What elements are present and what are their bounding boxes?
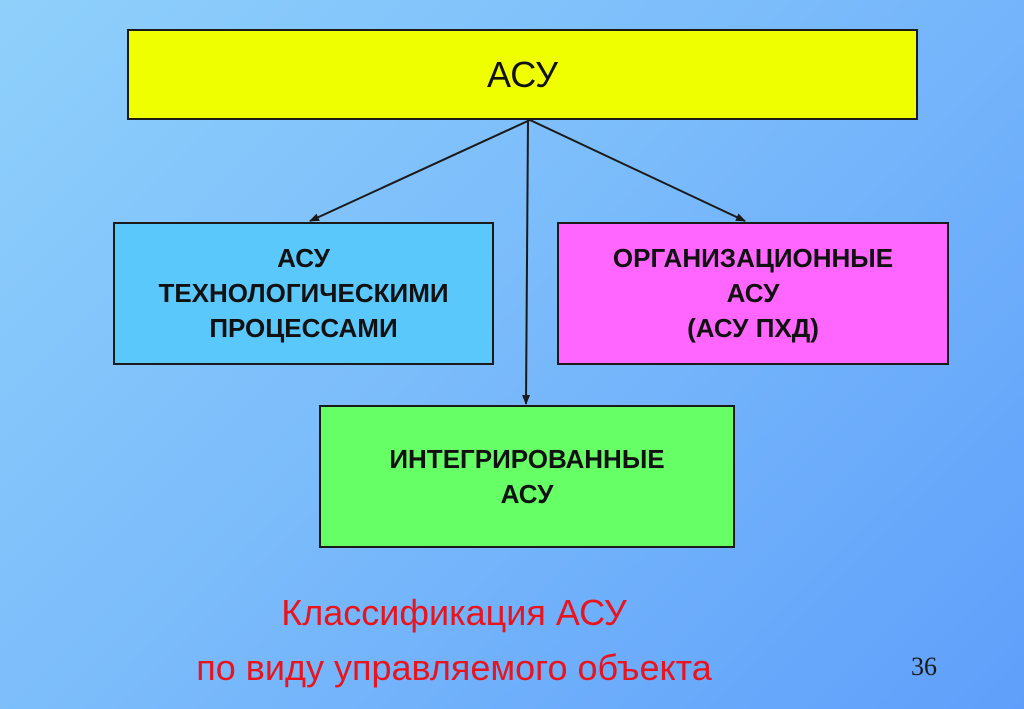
box-technological-processes: АСУ ТЕХНОЛОГИЧЕСКИМИ ПРОЦЕССАМИ <box>113 222 494 365</box>
arrow-to-organizational <box>529 119 746 222</box>
slide-number: 36 <box>911 652 937 681</box>
integrated-line-2: АСУ <box>500 478 554 509</box>
arrow-to-technological <box>309 119 531 222</box>
technological-line-1: АСУ <box>277 243 330 273</box>
arrow-to-integrated <box>522 119 531 405</box>
organizational-line-3: (АСУ ПХД) <box>687 313 819 343</box>
technological-line-3: ПРОЦЕССАМИ <box>209 313 398 343</box>
organizational-line-2: АСУ <box>726 278 780 308</box>
caption-line-2: по виду управляемого объекта <box>196 647 712 688</box>
box-integrated: ИНТЕГРИРОВАННЫЕ АСУ <box>319 405 735 548</box>
integrated-line-1: ИНТЕГРИРОВАННЫЕ <box>389 443 665 474</box>
caption-line-1: Классификация АСУ <box>281 592 627 633</box>
technological-line-2: ТЕХНОЛОГИЧЕСКИМИ <box>158 278 449 308</box>
root-box-asu: АСУ <box>127 29 918 120</box>
root-label: АСУ <box>487 53 558 95</box>
box-organizational: ОРГАНИЗАЦИОННЫЕ АСУ (АСУ ПХД) <box>557 222 949 365</box>
organizational-line-1: ОРГАНИЗАЦИОННЫЕ <box>612 243 894 273</box>
